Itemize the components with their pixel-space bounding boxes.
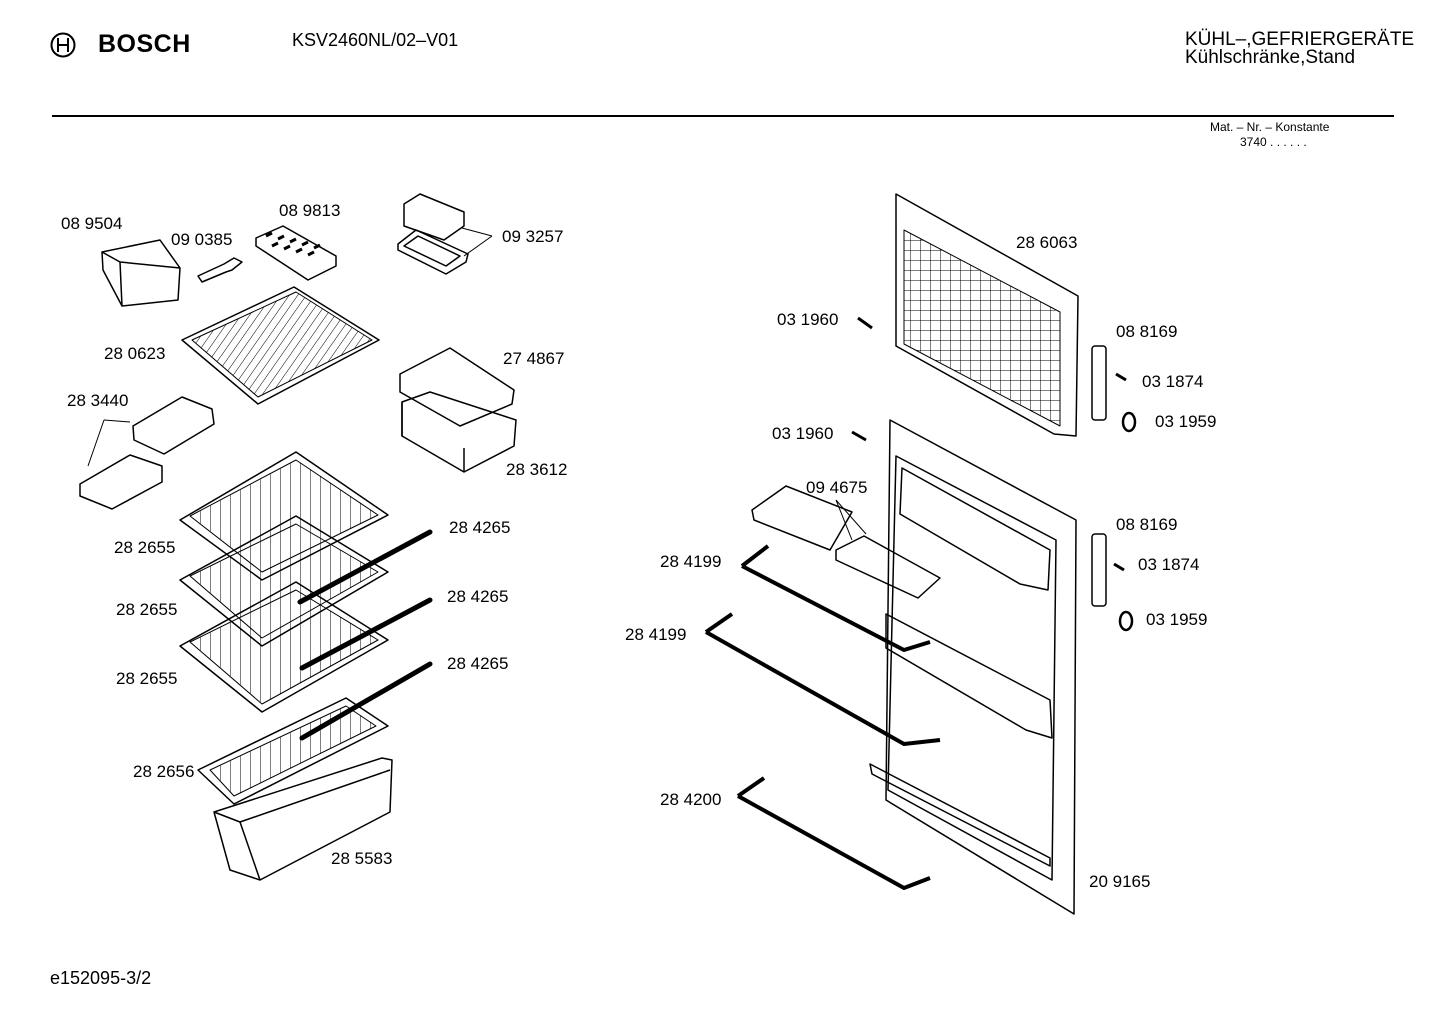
ice-scraper — [197, 257, 243, 283]
screw-icon — [851, 316, 1127, 572]
refrigerator-door-panel — [869, 419, 1077, 915]
washer-icon — [1121, 411, 1137, 433]
part-label: 28 4265 — [447, 587, 509, 606]
part-label: 28 4200 — [660, 790, 722, 809]
part-label: 08 9813 — [279, 201, 341, 220]
part-label: 28 3612 — [506, 460, 568, 479]
part-label: 28 5583 — [331, 849, 393, 868]
part-label: 27 4867 — [503, 349, 565, 368]
part-label: 28 4199 — [660, 552, 722, 571]
part-label: 03 1874 — [1138, 555, 1200, 574]
washer-icon — [1118, 610, 1134, 632]
part-label: 09 0385 — [171, 230, 233, 249]
vegetable-drawer — [213, 757, 393, 881]
part-label: 20 9165 — [1089, 872, 1151, 891]
ice-cube-tray — [255, 225, 337, 281]
category-title: KÜHL–,GEFRIERGERÄTE — [1185, 29, 1415, 50]
part-label: 28 2655 — [116, 600, 178, 619]
part-label: 03 1874 — [1142, 372, 1204, 391]
brand-logo: BOSCH — [50, 30, 191, 59]
part-label: 28 0623 — [104, 344, 166, 363]
part-label: 03 1960 — [777, 310, 839, 329]
part-label: 28 3440 — [67, 391, 129, 410]
part-label: 28 2656 — [133, 762, 195, 781]
crisper-drawer — [399, 347, 517, 473]
part-label: 08 9504 — [61, 214, 123, 233]
part-label: 28 4265 — [447, 654, 509, 673]
bosch-armature-icon — [50, 32, 76, 57]
door-bin-bar — [704, 544, 941, 890]
mat-nr-label: Mat. – Nr. – Konstante — [1210, 120, 1330, 134]
part-label: 28 4265 — [449, 518, 511, 537]
door-hinge — [1091, 345, 1107, 607]
freezer-compartment-tray — [397, 193, 469, 275]
part-label: 03 1959 — [1146, 610, 1208, 629]
freezer-door-panel — [895, 193, 1079, 437]
part-label: 03 1959 — [1155, 412, 1217, 431]
part-label: 28 2655 — [116, 669, 178, 688]
wire-shelf — [181, 286, 380, 405]
part-label: 28 4199 — [625, 625, 687, 644]
document-id: e152095-3/2 — [50, 968, 152, 988]
cold-pack — [79, 396, 215, 510]
category-subtitle: Kühlschränke,Stand — [1185, 47, 1356, 68]
part-label: 09 4675 — [806, 478, 868, 497]
part-label: 09 3257 — [502, 227, 564, 246]
part-label: 08 8169 — [1116, 322, 1178, 341]
part-label: 28 6063 — [1016, 233, 1078, 252]
part-label: 28 2655 — [114, 538, 176, 557]
glass-shelf — [179, 451, 389, 713]
header-divider — [52, 115, 1394, 117]
egg-tray — [751, 485, 941, 599]
part-label: 08 8169 — [1116, 515, 1178, 534]
mat-nr-value: 3740 . . . . . . — [1240, 135, 1307, 149]
model-number: KSV2460NL/02–V01 — [292, 30, 459, 50]
brand-name: BOSCH — [98, 30, 191, 58]
leader-093257 — [461, 227, 493, 257]
part-label: 03 1960 — [772, 424, 834, 443]
crisper-cover — [197, 697, 389, 805]
butter-dish — [101, 239, 181, 307]
